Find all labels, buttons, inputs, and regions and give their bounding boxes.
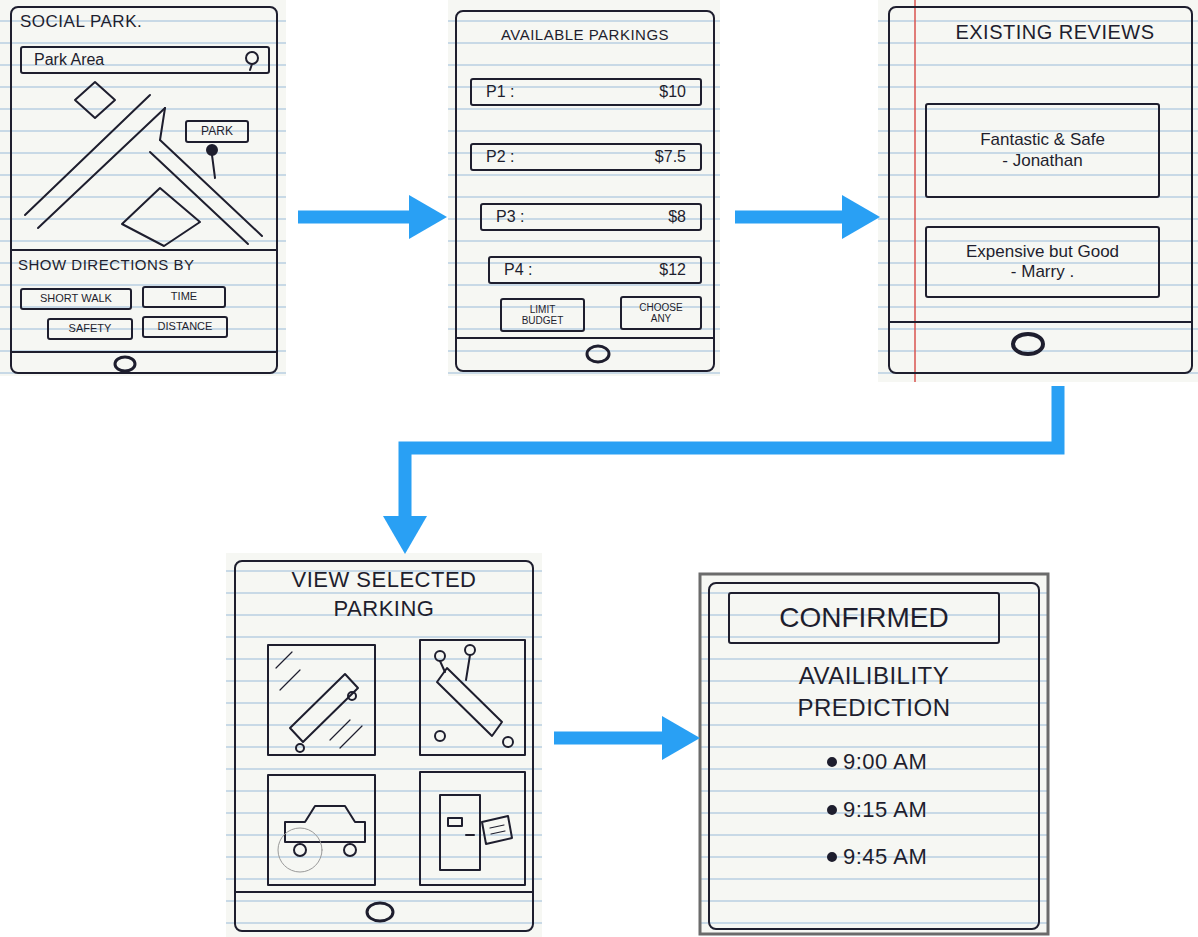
screen-text: 9:15 AM <box>843 797 1003 823</box>
phone-screen: SOCIAL PARK. SHOW DIRECTIONS BY Park AreaP… <box>10 6 278 374</box>
search-box: Park Area <box>20 46 270 74</box>
box-label: CONFIRMED <box>779 601 949 635</box>
review-card: Expensive but Good- Marry . <box>925 226 1160 298</box>
screen-title: EXISTING REVIEWS <box>926 20 1184 44</box>
parking-option: P3 : $8 <box>480 203 702 231</box>
screen-title: AVAILABLE PARKINGS <box>463 26 707 44</box>
box-label: - Jonathan <box>1002 151 1082 171</box>
text-slot: EXISTING REVIEWS <box>926 20 1184 44</box>
screen-title: SOCIAL PARK. <box>20 12 268 32</box>
phone-screen: EXISTING REVIEWS Fantastic & Safe- Jonath… <box>888 6 1193 374</box>
review-card: Fantastic & Safe- Jonathan <box>925 103 1160 198</box>
box-label: $8 <box>668 207 686 226</box>
box-label: CHOOSE ANY <box>628 302 694 324</box>
arrow-shaft <box>735 211 844 224</box>
arrow-shaft <box>405 386 1058 518</box>
arrow-head <box>383 516 427 554</box>
box-label: SHORT WALK <box>40 292 112 305</box>
box-label: P1 : <box>486 82 514 101</box>
phone-home-button <box>12 322 1191 921</box>
screen-text: 9:45 AM <box>843 844 1003 870</box>
flow-arrow <box>383 386 1058 554</box>
option-button: TIME <box>142 286 226 308</box>
text-slot: SHOW DIRECTIONS BY <box>18 256 270 274</box>
box-label: Park Area <box>34 50 104 69</box>
phone-screen: AVAILABLE PARKINGSP1 :$10P2 :$7.5P3 :$8P… <box>455 10 715 372</box>
box-label: LIMIT BUDGET <box>508 304 577 326</box>
box-label: - Marry . <box>1011 262 1074 282</box>
search-icon <box>246 52 258 70</box>
text-slot: AVAILABLE PARKINGS <box>463 26 707 44</box>
box-label: P3 : <box>496 207 524 226</box>
flow-arrow <box>554 716 700 760</box>
arrow-head <box>662 716 700 760</box>
box-label: Fantastic & Safe <box>980 130 1105 150</box>
box-label: P4 : <box>504 260 532 279</box>
box-label: Expensive but Good <box>966 242 1119 262</box>
text-slot: AVAILIBILITY PREDICTION <box>720 660 1028 725</box>
arrow-head <box>409 195 447 239</box>
text-slot: 9:00 AM <box>843 749 1003 775</box>
screen-title: VIEW SELECTED PARKING <box>246 566 522 623</box>
arrow-shaft <box>554 732 664 745</box>
action-button: LIMIT BUDGET <box>500 298 585 332</box>
screen-text: 9:00 AM <box>843 749 1003 775</box>
box-label: $10 <box>659 82 686 101</box>
flow-arrow <box>298 195 447 239</box>
box-label: $12 <box>659 260 686 279</box>
parking-option: P2 : $7.5 <box>470 143 702 171</box>
text-slot: 9:45 AM <box>843 844 1003 870</box>
action-button: CHOOSE ANY <box>620 296 702 330</box>
box-label: SAFETY <box>69 322 112 335</box>
arrow-shaft <box>298 211 411 224</box>
map-sketch <box>12 82 276 250</box>
option-button: SAFETY <box>47 318 133 340</box>
text-slot: VIEW SELECTED PARKING <box>246 566 522 623</box>
confirmed-banner: CONFIRMED <box>728 592 1000 644</box>
screen-text: SHOW DIRECTIONS BY <box>18 256 270 274</box>
option-button: DISTANCE <box>142 316 228 338</box>
parking-option: P1 : $10 <box>470 78 702 106</box>
box-label: PARK <box>201 124 233 138</box>
parking-option: P4 : $12 <box>488 256 702 284</box>
parking-photos <box>268 640 525 885</box>
text-slot: SOCIAL PARK. <box>20 12 268 32</box>
bullet-dots <box>828 758 836 861</box>
text-slot: 9:15 AM <box>843 797 1003 823</box>
box-label: DISTANCE <box>158 320 213 333</box>
flow-arrow <box>735 195 880 239</box>
option-button: SHORT WALK <box>20 288 132 310</box>
phone-screen: VIEW SELECTED PARKING <box>234 560 534 932</box>
box-label: $7.5 <box>655 147 686 166</box>
phone-screen: AVAILIBILITY PREDICTION 9:00 AM 9:15 AM 9:4… <box>708 582 1040 930</box>
box-label: P2 : <box>486 147 514 166</box>
map-label: PARK <box>185 120 249 143</box>
arrow-head <box>842 195 880 239</box>
box-label: TIME <box>171 290 197 303</box>
screen-title: AVAILIBILITY PREDICTION <box>720 660 1028 725</box>
